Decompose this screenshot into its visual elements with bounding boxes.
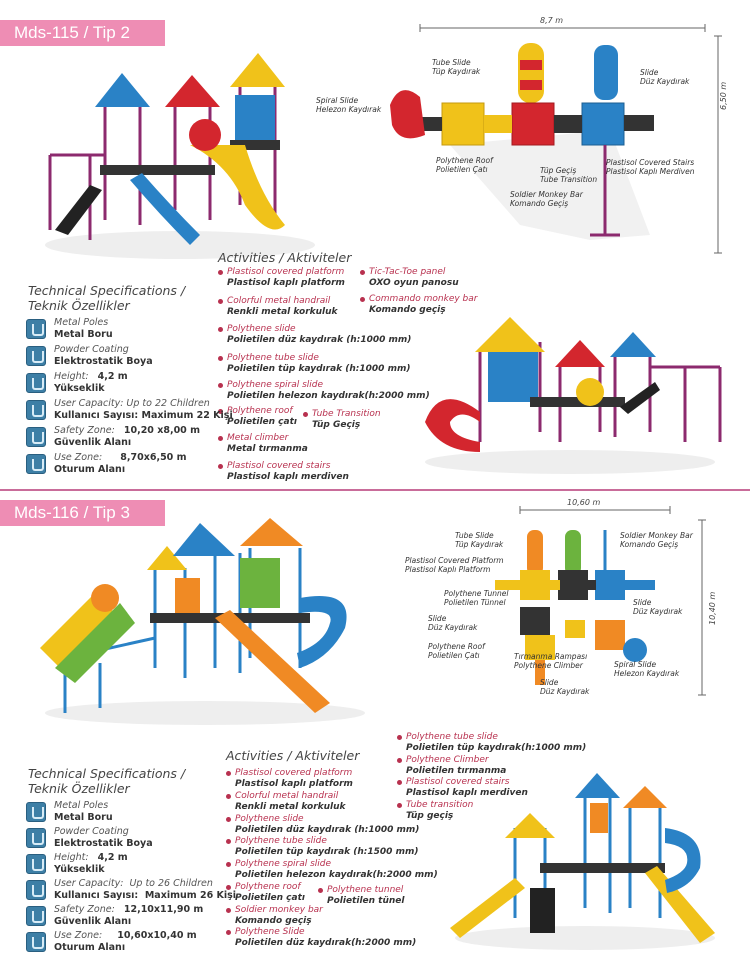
spec-row: Safety Zone: 12,10x11,90 m Güvenlik Alan… — [26, 904, 226, 928]
playground-illustration-rear — [425, 317, 722, 474]
use-zone-icon — [26, 932, 46, 952]
spec-row: User Capacity: Up to 26 Children Kullanı… — [26, 878, 236, 902]
height-icon — [26, 373, 46, 393]
safety-zone-icon — [26, 427, 46, 447]
playground-illustration-rear — [450, 773, 715, 950]
playground-illustration — [45, 53, 315, 259]
spec-row: Height: 4,2 m Yükseklik — [26, 852, 226, 876]
spec-row: Use Zone: 8,70x6,50 m Oturum Alanı — [26, 452, 216, 476]
spec-row: Metal Poles Metal Boru — [26, 800, 226, 824]
spec-row: Powder Coating Elektrostatik Boya — [26, 826, 226, 850]
diagram-width: 8,7 m — [540, 16, 564, 25]
height-icon — [26, 854, 46, 874]
diagram-height: 10,40 m — [708, 591, 717, 625]
spec-row: User Capacity: Up to 22 Children Kullanı… — [26, 398, 233, 422]
paint-icon — [26, 828, 46, 848]
paint-icon — [26, 346, 46, 366]
activities-title: Activities / Aktiviteler — [226, 748, 360, 763]
spec-row: Powder Coating Elektrostatik Boya — [26, 344, 216, 368]
pole-icon — [26, 319, 46, 339]
users-icon — [26, 400, 46, 420]
playground-illustration — [40, 518, 365, 725]
model-tag: Mds-115 / Tip 2 — [0, 20, 165, 46]
spec-row: Use Zone: 10,60x10,40 m Oturum Alanı — [26, 930, 226, 954]
spec-row: Height: 4,2 m Yükseklik — [26, 371, 216, 395]
diagram-dimension-lines — [419, 24, 722, 254]
model-tag: Mds-116 / Tip 3 — [0, 500, 165, 526]
spec-title: Technical Specifications /Teknik Özellik… — [28, 766, 186, 796]
pole-icon — [26, 802, 46, 822]
diagram-dimension-lines — [519, 506, 706, 696]
diagram-height: 6,50 m — [719, 81, 728, 110]
spec-row: Metal Poles Metal Boru — [26, 317, 216, 341]
activities-title: Activities / Aktiviteler — [218, 250, 352, 265]
plan-diagram — [495, 530, 655, 685]
spec-title: Technical Specifications /Teknik Özellik… — [28, 283, 186, 313]
use-zone-icon — [26, 454, 46, 474]
diagram-width: 10,60 m — [567, 498, 601, 507]
plan-diagram — [390, 43, 654, 240]
users-icon — [26, 880, 46, 900]
section-divider — [0, 489, 750, 491]
spec-row: Safety Zone: 10,20 x8,00 m Güvenlik Alan… — [26, 425, 216, 449]
safety-zone-icon — [26, 906, 46, 926]
